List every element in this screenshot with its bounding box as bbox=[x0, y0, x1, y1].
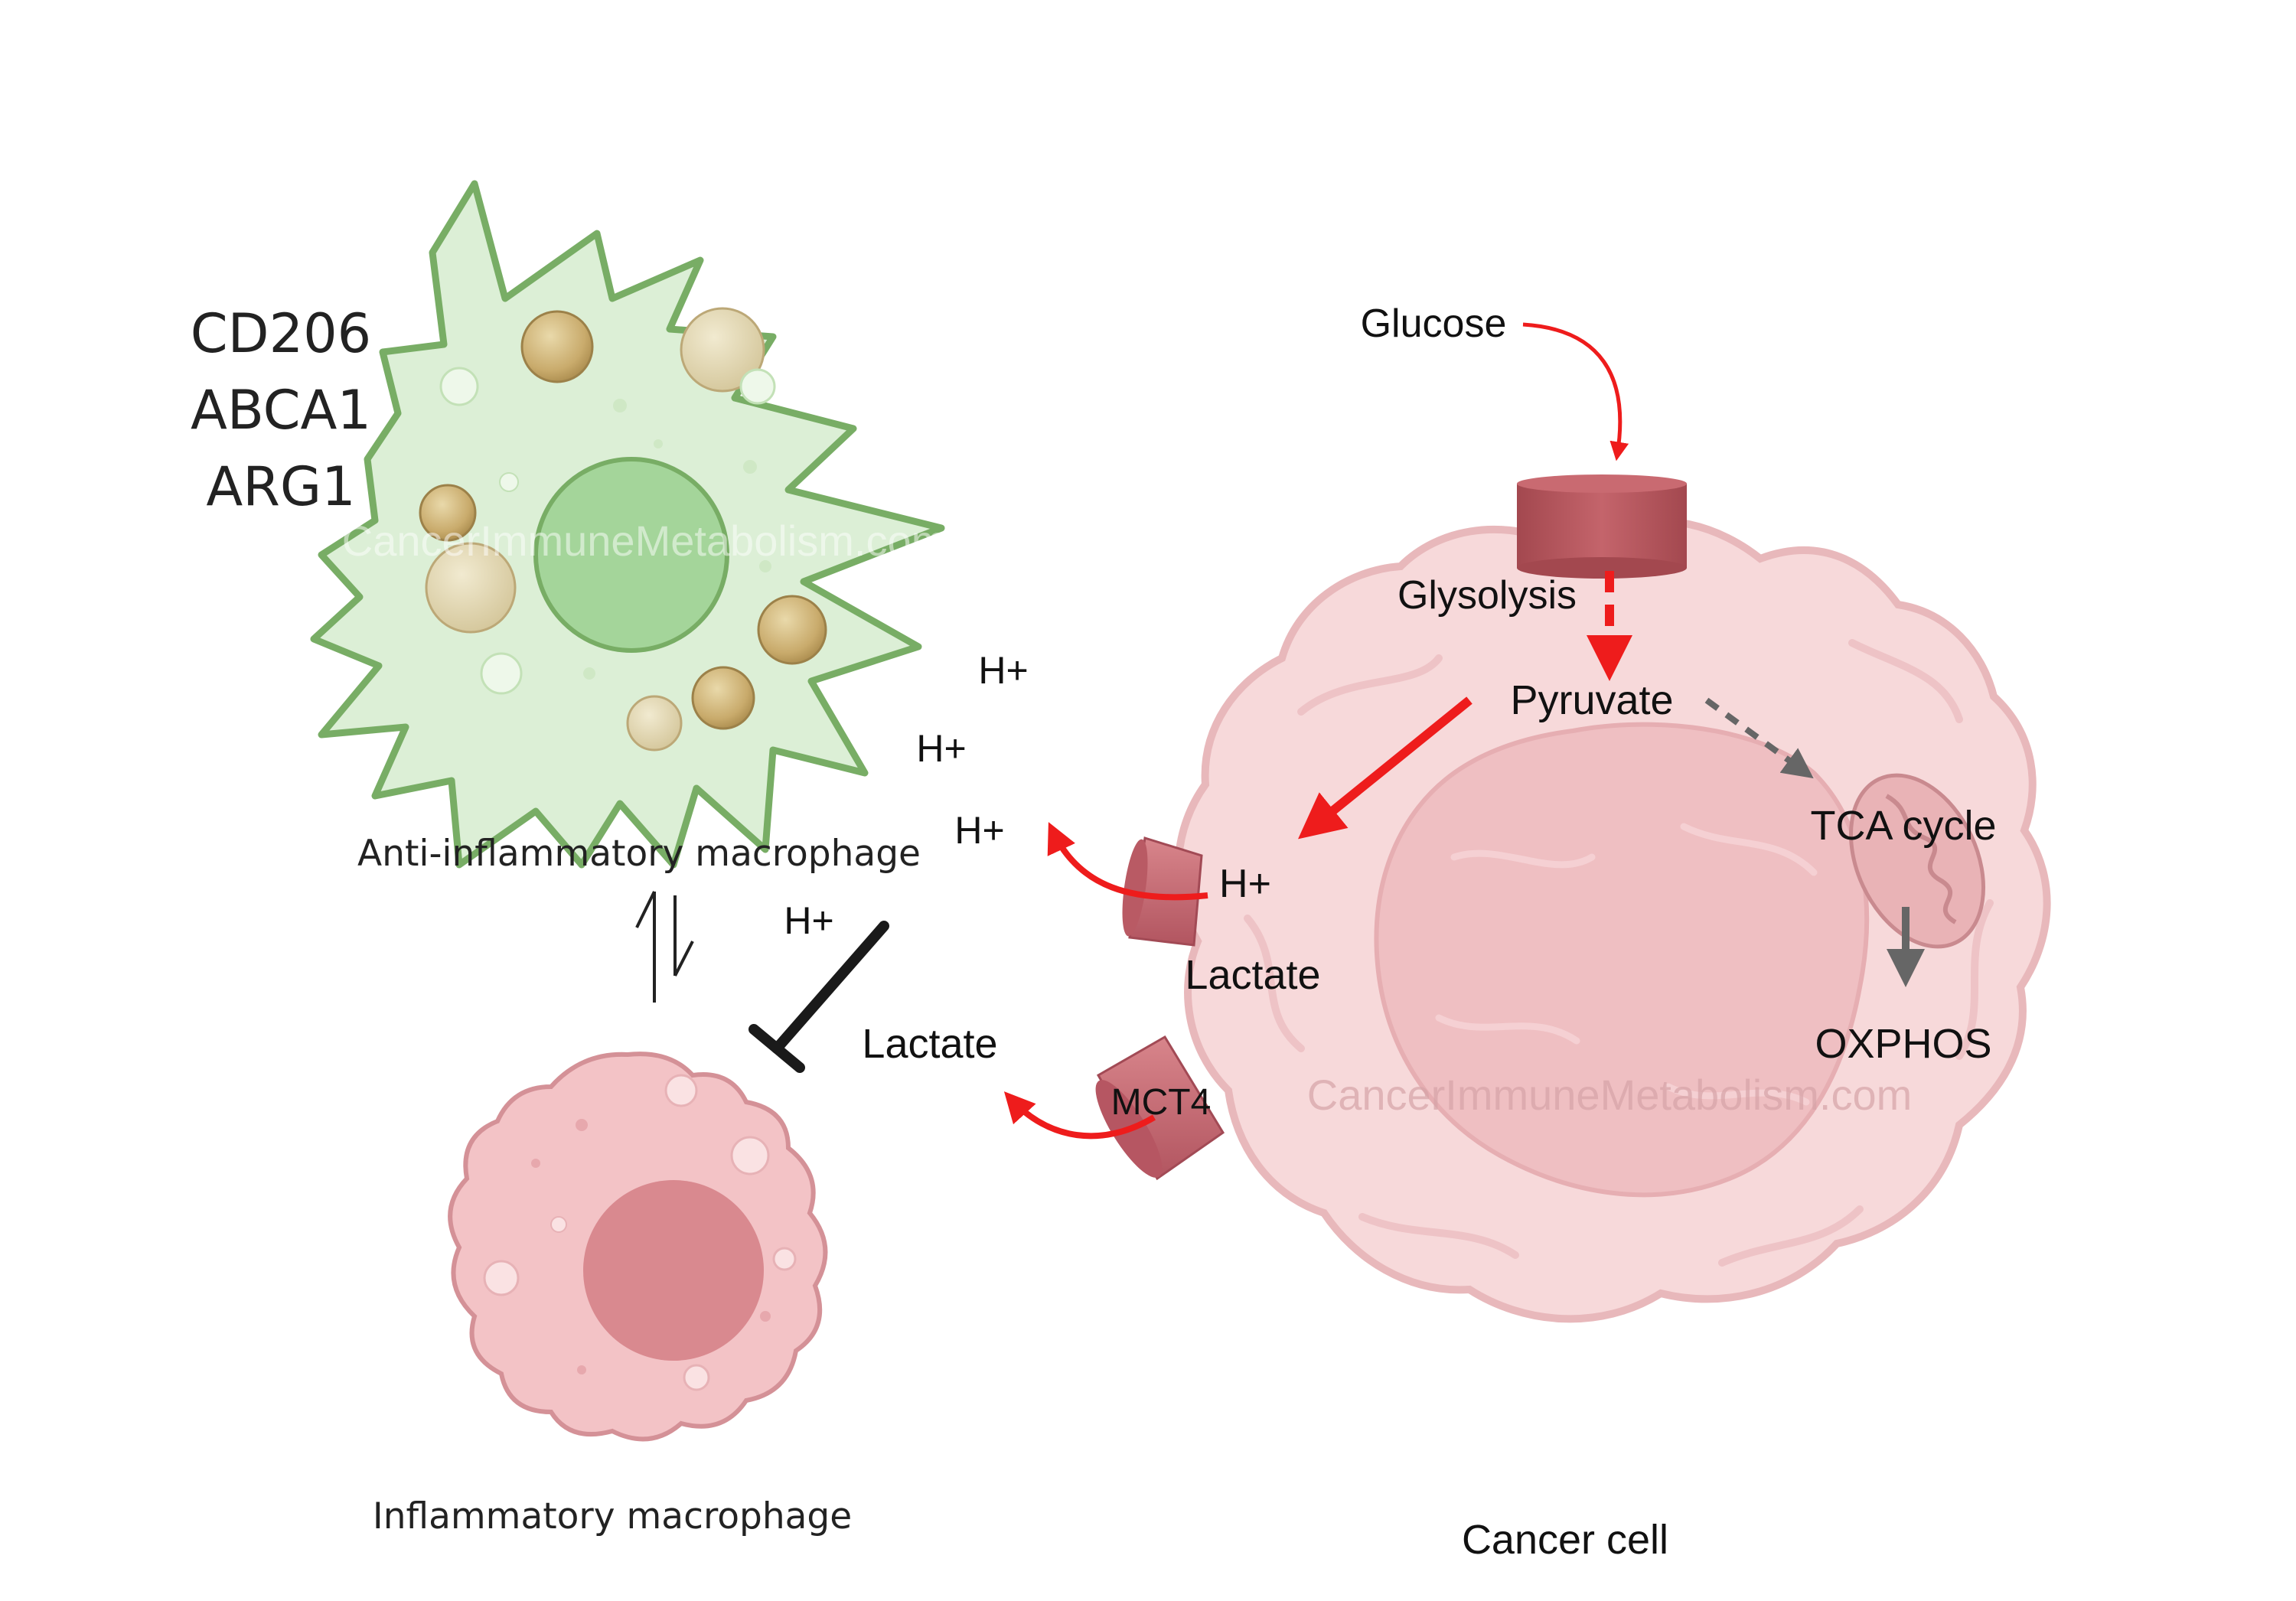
marker-cd206: CD206 bbox=[191, 302, 371, 365]
mct4-label: MCT4 bbox=[1111, 1082, 1212, 1123]
cancer-cell-texture bbox=[1244, 639, 1994, 1267]
proton-export-arrow bbox=[1047, 822, 1208, 901]
intracellular-lactate-label: Lactate bbox=[1185, 952, 1320, 998]
pathway-arrows bbox=[1003, 322, 1925, 1140]
cancer-nucleus-texture bbox=[1435, 823, 1818, 1106]
inflammatory-caption: Inflammatory macrophage bbox=[373, 1495, 852, 1537]
glut-transporter-icon bbox=[1517, 474, 1687, 579]
watermark: CancerImmuneMetabolism.com bbox=[1307, 1071, 1912, 1119]
marker-labels: CD206 ABCA1 ARG1 bbox=[191, 302, 371, 518]
anti-inflammatory-nucleus bbox=[533, 457, 729, 653]
cancer-cell bbox=[1095, 474, 2051, 1323]
proton-label: H+ bbox=[784, 899, 833, 942]
proton-label: H+ bbox=[978, 649, 1028, 692]
marker-abca1: ABCA1 bbox=[191, 379, 371, 442]
tca-cycle-label: TCA cycle bbox=[1810, 803, 1996, 849]
pyruvate-to-proton-arrow bbox=[1298, 696, 1473, 840]
extracellular-lactate-label: Lactate bbox=[862, 1021, 997, 1067]
glucose-label: Glucose bbox=[1361, 302, 1507, 346]
pyruvate-to-tca-arrow bbox=[1704, 697, 1814, 779]
side-channel-icon bbox=[1122, 836, 1203, 947]
extracellular-protons: H+ H+ H+ H+ bbox=[784, 649, 1028, 942]
anti-inflammatory-caption: Anti-inflammatory macrophage bbox=[357, 833, 921, 875]
inflammatory-nucleus bbox=[583, 1180, 764, 1361]
watermark: CancerImmuneMetabolism.com bbox=[342, 517, 947, 565]
lactate-export-arrow bbox=[1003, 1091, 1156, 1140]
granules bbox=[419, 307, 827, 752]
inflammatory-macrophage bbox=[448, 1052, 828, 1442]
glucose-arrow bbox=[1522, 322, 1629, 461]
intracellular-proton-label: H+ bbox=[1219, 862, 1271, 906]
anti-inflammatory-macrophage bbox=[310, 180, 945, 869]
mitochondrion-icon bbox=[1848, 773, 1986, 949]
oxphos-label: OXPHOS bbox=[1815, 1021, 1991, 1067]
marker-arg1: ARG1 bbox=[206, 455, 355, 518]
pyruvate-label: Pyruvate bbox=[1510, 677, 1673, 723]
inhibition-symbol bbox=[748, 921, 889, 1073]
cancer-cell-caption: Cancer cell bbox=[1462, 1517, 1668, 1563]
equilibrium-arrow-icon bbox=[635, 891, 694, 1003]
proton-label: H+ bbox=[916, 727, 966, 770]
vesicles bbox=[483, 1074, 797, 1391]
proton-label: H+ bbox=[954, 809, 1004, 852]
glycolysis-label: Glysolysis bbox=[1397, 573, 1577, 618]
